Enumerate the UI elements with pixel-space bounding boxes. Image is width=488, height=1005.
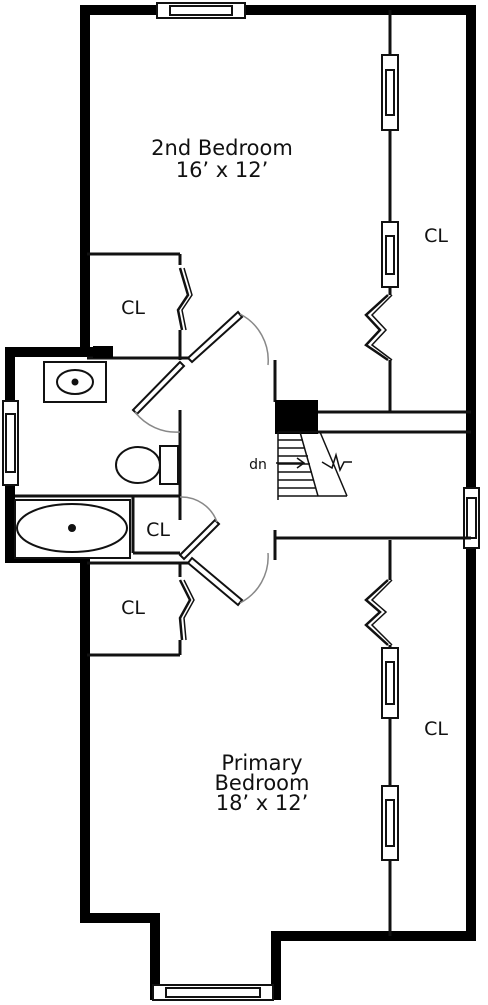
stair-break-line bbox=[321, 452, 352, 473]
closet-label-upper-left: CL bbox=[121, 297, 145, 319]
slider-door-4 bbox=[381, 785, 399, 861]
closet-label-bath: CL bbox=[146, 519, 170, 541]
window-top bbox=[156, 2, 246, 19]
bifold-doors bbox=[176, 267, 393, 646]
bifold-upper-right bbox=[364, 294, 389, 362]
slider-door-1 bbox=[381, 54, 399, 131]
second-bedroom-name: 2nd Bedroom bbox=[151, 136, 293, 160]
swing-doors bbox=[131, 310, 269, 607]
window-right-hall bbox=[463, 487, 480, 549]
window-bottom bbox=[152, 984, 274, 1001]
window-left-bath bbox=[2, 400, 19, 486]
dn-arrow-head bbox=[296, 457, 306, 469]
bath-fixtures bbox=[14, 361, 179, 559]
toilet bbox=[115, 445, 179, 485]
slider-door-3 bbox=[381, 647, 399, 719]
door-bath bbox=[131, 360, 186, 433]
bifold-upper-left bbox=[176, 267, 190, 331]
exterior-wall-outline bbox=[80, 5, 476, 1000]
closet-label-lower-left: CL bbox=[121, 597, 145, 619]
closet-label-lower-right: CL bbox=[424, 718, 448, 740]
primary-bedroom-name-line1: Primary bbox=[221, 751, 302, 775]
primary-bedroom-name-line2: Bedroom bbox=[215, 771, 310, 795]
second-bedroom-size: 16’ x 12’ bbox=[176, 158, 269, 182]
primary-bedroom-size: 18’ x 12’ bbox=[216, 791, 309, 815]
stairs-down-label: dn bbox=[249, 457, 267, 473]
interior-walls bbox=[15, 10, 471, 936]
bifold-lower-left bbox=[178, 579, 192, 641]
slider-door-2 bbox=[381, 221, 399, 288]
bifold-lower-right bbox=[364, 579, 389, 646]
sink bbox=[43, 361, 107, 403]
closet-label-upper-right: CL bbox=[424, 225, 448, 247]
bathtub bbox=[14, 499, 131, 559]
closet-doors bbox=[381, 54, 399, 861]
door-2nd-bedroom bbox=[186, 310, 269, 366]
door-hall-closet bbox=[178, 496, 221, 561]
windows bbox=[2, 2, 480, 1001]
bath-corner-block bbox=[93, 346, 113, 358]
door-primary-bedroom bbox=[186, 552, 269, 607]
stairs bbox=[276, 431, 352, 500]
chimney-block bbox=[275, 400, 318, 434]
